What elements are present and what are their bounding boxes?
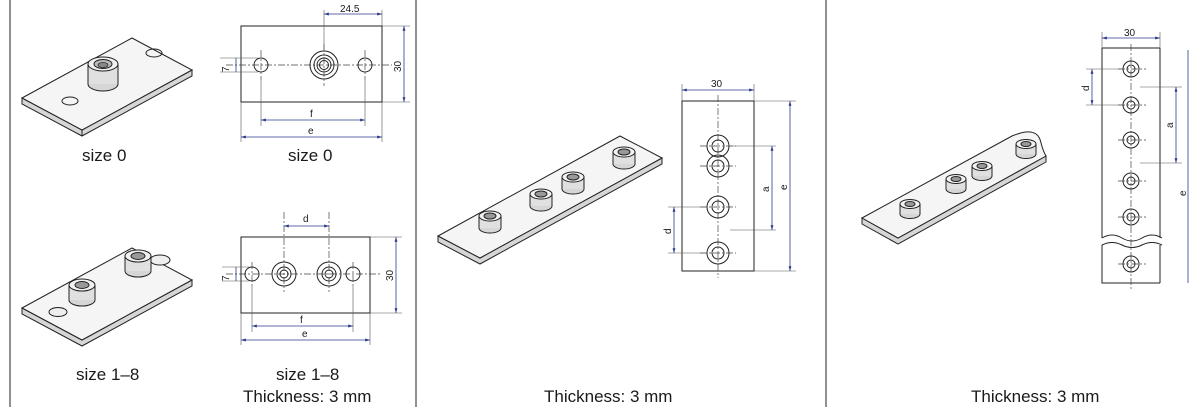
size18-iso-caption: size 1–8 [76, 365, 139, 384]
long-plate-isometric [436, 135, 664, 265]
panel-1: size 0 [20, 4, 410, 406]
strip-hole-6 [1118, 255, 1146, 273]
nut-3 [561, 171, 585, 195]
hole-2 [700, 154, 736, 178]
dim-7-label-size0: 7 [221, 66, 232, 72]
dim-e-label-panel3: e [1178, 190, 1189, 196]
strip-nut-2 [945, 174, 967, 194]
dim-30-label-size0: 30 [393, 60, 404, 72]
strip-nut-1 [899, 199, 921, 219]
strip-hole-5 [1118, 208, 1146, 226]
strip-hole-3 [1118, 131, 1146, 149]
dim-e-label-panel2: e [779, 184, 790, 190]
size0-drawing [220, 10, 410, 142]
dim-d-label-panel3: d [1081, 85, 1092, 91]
size18-drawing [222, 212, 402, 345]
panel-3: 30 d a e Thickness: 3 mm [860, 28, 1189, 406]
dim-30-label-panel3: 30 [1124, 28, 1136, 39]
dim-a-label-panel2: a [761, 186, 772, 192]
strip-nut-3 [971, 161, 993, 181]
strip-drawing [1086, 32, 1189, 290]
dim-f-label-size0: f [310, 109, 313, 120]
long-plate-drawing [668, 84, 796, 278]
hole-3 [700, 195, 736, 219]
nut-1 [478, 210, 502, 234]
thickness-label-panel3: Thickness: 3 mm [971, 387, 1099, 406]
dim-d-label-size18: d [303, 214, 309, 225]
strip-nut-4 [1015, 139, 1037, 159]
nut-4 [612, 146, 636, 170]
dim-d-label-panel2: d [663, 228, 674, 234]
nut-2 [529, 188, 553, 212]
size18-drawing-caption: size 1–8 [276, 365, 339, 384]
dim-a-label-panel3: a [1165, 122, 1176, 128]
panel-2: 30 a e d Thickness: 3 mm [436, 79, 796, 406]
thickness-label-panel2: Thickness: 3 mm [544, 387, 672, 406]
dim-e-label-size0: e [308, 126, 314, 137]
strip-hole-2 [1118, 96, 1146, 114]
thickness-label-panel1: Thickness: 3 mm [243, 387, 371, 406]
strip-isometric [860, 131, 1047, 245]
strip-hole-4 [1118, 172, 1146, 190]
dim-24-5-label: 24.5 [340, 4, 360, 15]
dim-30-label-panel2: 30 [711, 79, 723, 90]
size0-isometric-plate [20, 37, 194, 137]
strip-hole-1 [1118, 60, 1146, 78]
size0-iso-caption: size 0 [82, 146, 126, 165]
size18-isometric-plate [20, 247, 194, 347]
dim-e-label-size18: e [302, 329, 308, 340]
dim-f-label-size18: f [300, 315, 303, 326]
dim-30-label-size18: 30 [385, 269, 396, 281]
dim-7-label-size18: 7 [221, 275, 232, 281]
size0-drawing-caption: size 0 [288, 146, 332, 165]
